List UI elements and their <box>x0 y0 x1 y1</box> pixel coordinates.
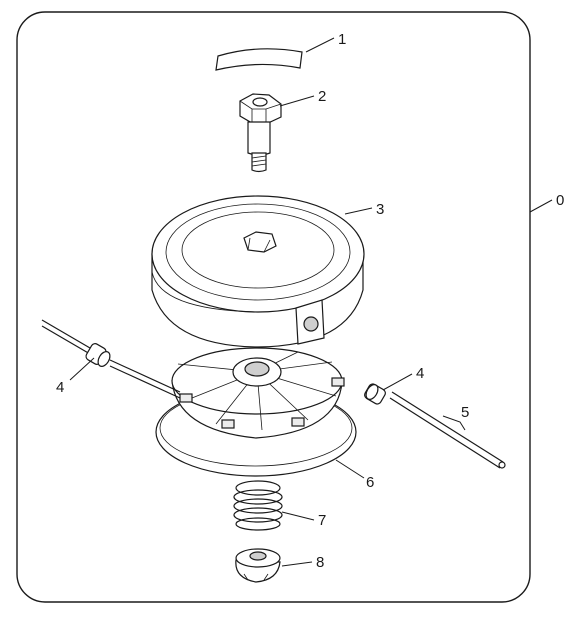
part-spring[interactable] <box>233 480 283 531</box>
label-part-6: 6 <box>366 474 374 491</box>
part-cap[interactable] <box>215 48 303 71</box>
label-part-7: 7 <box>318 512 326 529</box>
leader-line-0 <box>529 199 553 213</box>
leader-line-4-right <box>382 373 413 391</box>
label-part-8: 8 <box>316 554 324 571</box>
part-knob[interactable] <box>235 548 281 583</box>
leader-line-7 <box>281 511 315 521</box>
label-part-2: 2 <box>318 88 326 105</box>
label-part-1: 1 <box>338 31 346 48</box>
label-part-3: 3 <box>376 201 384 218</box>
part-housing[interactable] <box>151 195 365 348</box>
part-spool[interactable] <box>155 347 357 477</box>
leader-line-8 <box>281 561 313 567</box>
label-part-5: 5 <box>461 404 469 421</box>
part-line[interactable] <box>41 319 506 469</box>
label-part-4-right: 4 <box>416 365 424 382</box>
label-part-4-left: 4 <box>56 379 64 396</box>
part-bolt[interactable] <box>239 93 282 173</box>
part-eyelet-left[interactable] <box>85 342 113 368</box>
leader-line-5 <box>442 415 466 431</box>
leader-line-4-left <box>69 357 95 381</box>
part-eyelet-right[interactable] <box>363 383 387 406</box>
leader-line-6 <box>335 459 365 479</box>
leader-line-3 <box>344 207 373 215</box>
leader-line-2 <box>279 95 315 107</box>
leader-line-1 <box>305 37 335 53</box>
label-part-0: 0 <box>556 192 564 209</box>
